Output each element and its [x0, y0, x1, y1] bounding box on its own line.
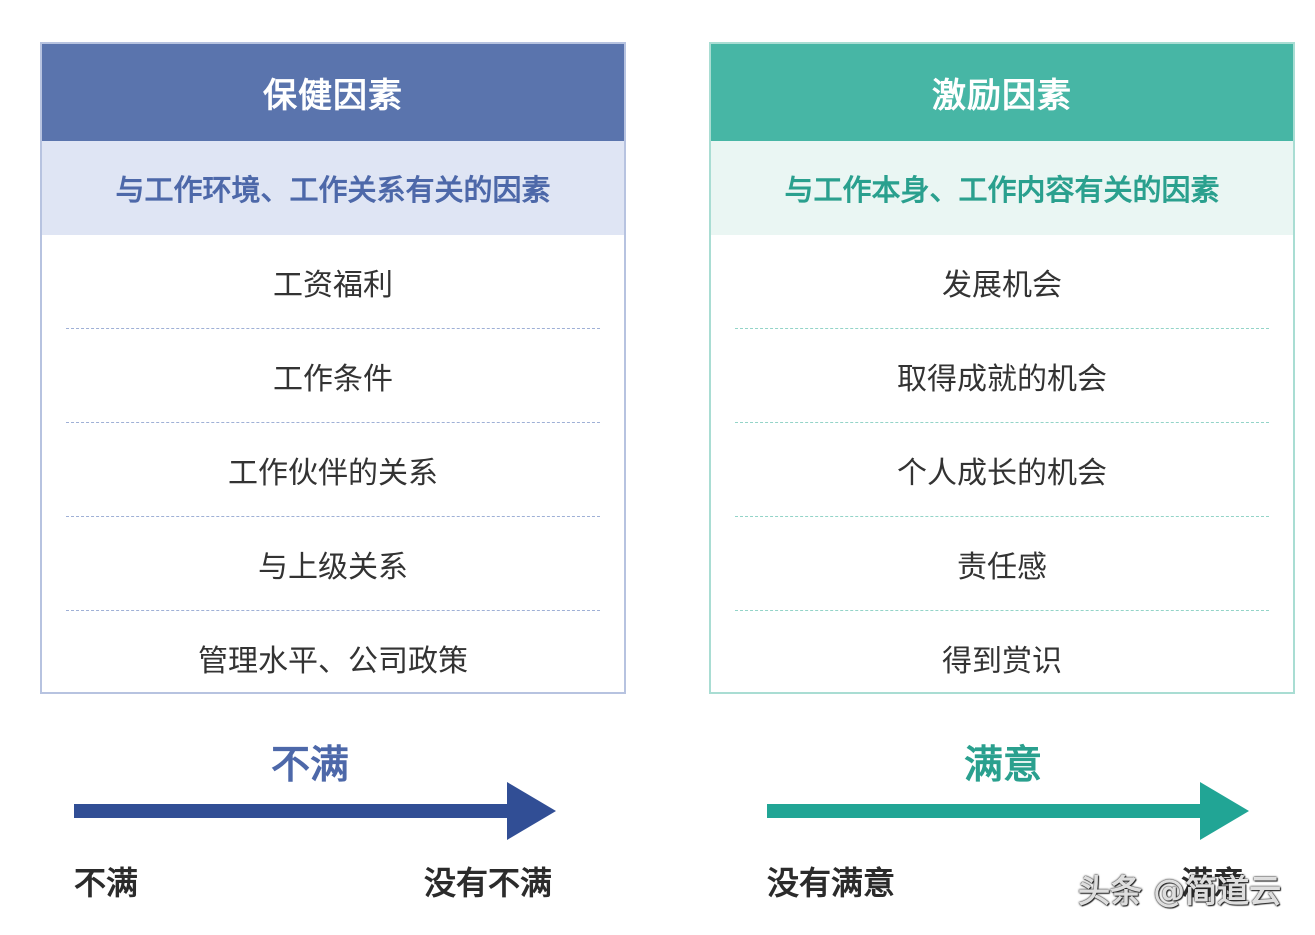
- motivator-factors-title: 激励因素: [711, 44, 1293, 141]
- dissatisfaction-arrow-icon: [74, 782, 556, 840]
- watermark: 头条 @简道云: [1078, 872, 1282, 910]
- hygiene-factor-item: 与上级关系: [66, 517, 600, 611]
- hygiene-factor-item: 工作条件: [66, 329, 600, 423]
- satisfaction-scale-start-label: 没有满意: [767, 864, 896, 902]
- motivator-factor-item: 取得成就的机会: [735, 329, 1269, 423]
- motivator-factors-subtitle: 与工作本身、工作内容有关的因素: [711, 141, 1293, 235]
- motivator-factors-panel: 激励因素 与工作本身、工作内容有关的因素 发展机会 取得成就的机会 个人成长的机…: [709, 42, 1295, 694]
- hygiene-factors-title: 保健因素: [42, 44, 624, 141]
- hygiene-factors-subtitle: 与工作环境、工作关系有关的因素: [42, 141, 624, 235]
- satisfaction-arrow-icon: [767, 782, 1249, 840]
- dissatisfaction-scale-title: 不满: [270, 743, 349, 788]
- hygiene-factors-list: 工资福利 工作条件 工作伙伴的关系 与上级关系 管理水平、公司政策: [42, 235, 624, 705]
- motivator-factor-item: 得到赏识: [942, 644, 1062, 679]
- hygiene-factors-panel: 保健因素 与工作环境、工作关系有关的因素 工资福利 工作条件 工作伙伴的关系 与…: [40, 42, 626, 694]
- satisfaction-scale-title: 满意: [963, 743, 1042, 788]
- motivator-factors-list: 发展机会 取得成就的机会 个人成长的机会 责任感 得到赏识: [711, 235, 1293, 705]
- dissatisfaction-scale-start-label: 不满: [74, 864, 139, 902]
- motivator-factor-item: 个人成长的机会: [735, 423, 1269, 517]
- motivator-factor-item: 责任感: [735, 517, 1269, 611]
- hygiene-factor-item: 工资福利: [66, 235, 600, 329]
- hygiene-factor-item: 管理水平、公司政策: [198, 644, 468, 679]
- motivator-factor-item: 发展机会: [735, 235, 1269, 329]
- hygiene-factor-item: 工作伙伴的关系: [66, 423, 600, 517]
- dissatisfaction-scale-end-label: 没有不满: [424, 864, 553, 902]
- satisfaction-scale-end-label: 满意: [1181, 864, 1246, 902]
